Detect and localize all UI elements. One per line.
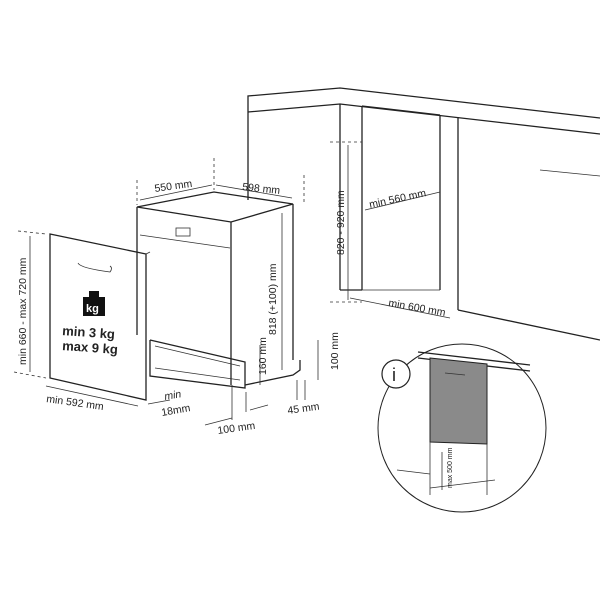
svg-text:i: i: [392, 365, 396, 385]
door-thickness-value-label: 18mm: [160, 402, 191, 419]
weight-min-label: min 3 kg: [62, 323, 116, 342]
decor-door-panel: [13, 230, 171, 407]
detail-max-label: max 500 mm: [447, 447, 454, 488]
info-icon: [381, 359, 411, 389]
weight-icon: kg: [83, 291, 105, 316]
niche-depth-label: min 600 mm: [387, 297, 446, 319]
dishwasher-dimensions: [136, 158, 319, 426]
weight-max-label: max 9 kg: [62, 338, 119, 357]
door-thickness-min-label: min: [163, 388, 182, 403]
niche-dimensions: [330, 141, 451, 319]
depth-label: 550 mm: [154, 178, 193, 195]
plinth-height-label: 160 mm: [257, 337, 269, 375]
rear-gap-label: 45 mm: [287, 401, 321, 417]
detail-view: i: [377, 343, 547, 513]
niche-height-label: 820 - 920 mm: [335, 190, 347, 255]
control-handle: [175, 227, 191, 237]
door-handle: [77, 262, 112, 273]
door-height-label: min 660 - max 720 mm: [17, 257, 29, 365]
plinth-depth-label: 100 mm: [217, 420, 256, 437]
leg-adjust-label: 100 mm: [329, 332, 341, 370]
kitchen-cabinet: [247, 87, 600, 341]
height-label: 818 (+100) mm: [267, 263, 279, 335]
niche-width-label: min 560 mm: [368, 187, 427, 211]
door-width-label: min 592 mm: [46, 393, 105, 413]
svg-text:kg: kg: [86, 303, 99, 315]
dishwasher-body: [136, 191, 301, 389]
width-label: 598 mm: [242, 181, 281, 197]
